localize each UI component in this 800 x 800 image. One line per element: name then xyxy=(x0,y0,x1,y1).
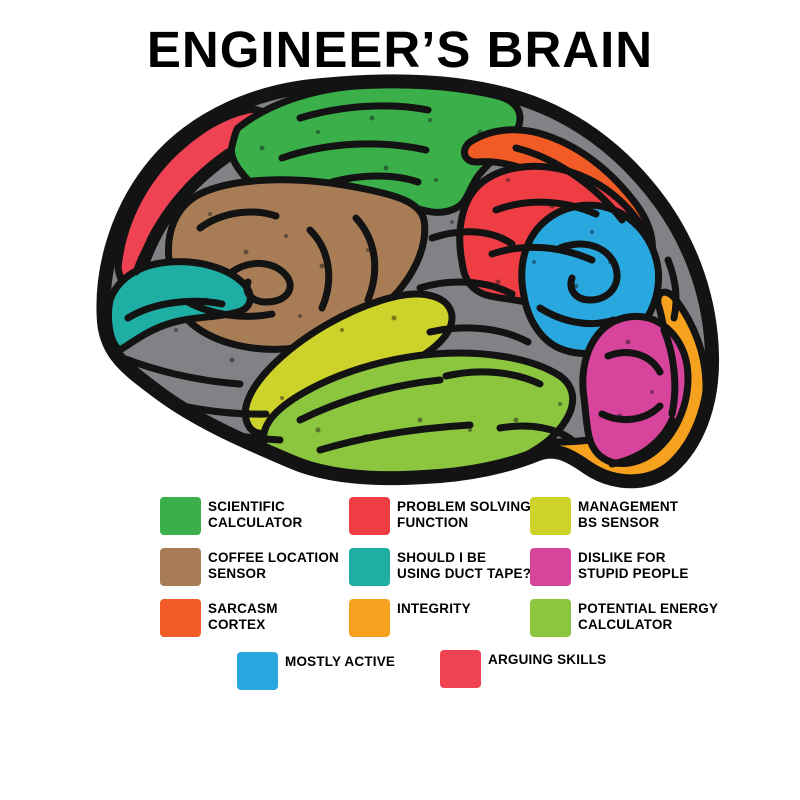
legend-swatch-dislike-for-stupid-people xyxy=(530,548,571,586)
legend-swatch-management-bs-sensor xyxy=(530,497,571,535)
legend-swatch-sarcasm-cortex xyxy=(160,599,201,637)
legend-item-integrity: INTEGRITY xyxy=(349,599,471,637)
legend-label-problem-solving-function: PROBLEM SOLVING FUNCTION xyxy=(397,499,532,530)
grunge-texture xyxy=(154,115,654,438)
legend-item-problem-solving-function: PROBLEM SOLVING FUNCTION xyxy=(349,497,531,535)
legend-item-coffee-location-sensor: COFFEE LOCATION SENSOR xyxy=(160,548,339,586)
legend-swatch-should-i-be-using-duct-tape xyxy=(349,548,390,586)
legend-swatch-integrity xyxy=(349,599,390,637)
legend-item-sarcasm-cortex: SARCASM CORTEX xyxy=(160,599,278,637)
legend-label-dislike-for-stupid-people: DISLIKE FOR STUPID PEOPLE xyxy=(578,550,689,581)
legend-item-arguing-skills: ARGUING SKILLS xyxy=(440,650,606,688)
legend-item-should-i-be-using-duct-tape: SHOULD I BE USING DUCT TAPE? xyxy=(349,548,531,586)
legend-item-management-bs-sensor: MANAGEMENT BS SENSOR xyxy=(530,497,678,535)
legend-item-dislike-for-stupid-people: DISLIKE FOR STUPID PEOPLE xyxy=(530,548,689,586)
legend-label-integrity: INTEGRITY xyxy=(397,601,471,616)
legend-label-arguing-skills: ARGUING SKILLS xyxy=(488,652,607,667)
legend-swatch-potential-energy-calculator xyxy=(530,599,571,637)
legend-item-scientific-calculator: SCIENTIFIC CALCULATOR xyxy=(160,497,303,535)
legend-swatch-scientific-calculator xyxy=(160,497,201,535)
legend-label-scientific-calculator: SCIENTIFIC CALCULATOR xyxy=(208,499,303,530)
legend-swatch-problem-solving-function xyxy=(349,497,390,535)
brain-outline xyxy=(96,74,720,489)
legend-label-management-bs-sensor: MANAGEMENT BS SENSOR xyxy=(578,499,679,530)
legend-label-sarcasm-cortex: SARCASM CORTEX xyxy=(208,601,278,632)
legend-swatch-arguing-skills xyxy=(440,650,481,688)
legend-label-should-i-be-using-duct-tape: SHOULD I BE USING DUCT TAPE? xyxy=(397,550,532,581)
legend-item-mostly-active: MOSTLY ACTIVE xyxy=(237,652,395,690)
legend-swatch-coffee-location-sensor xyxy=(160,548,201,586)
legend-item-potential-energy-calculator: POTENTIAL ENERGY CALCULATOR xyxy=(530,599,718,637)
brain-illustration xyxy=(96,74,720,489)
poster-title: ENGINEER’S BRAIN xyxy=(146,21,654,78)
legend-label-mostly-active: MOSTLY ACTIVE xyxy=(285,654,396,669)
brain-gyri-lines xyxy=(114,102,680,468)
legend-label-coffee-location-sensor: COFFEE LOCATION SENSOR xyxy=(208,550,339,581)
legend-label-potential-energy-calculator: POTENTIAL ENERGY CALCULATOR xyxy=(578,601,719,632)
legend-swatch-mostly-active xyxy=(237,652,278,690)
